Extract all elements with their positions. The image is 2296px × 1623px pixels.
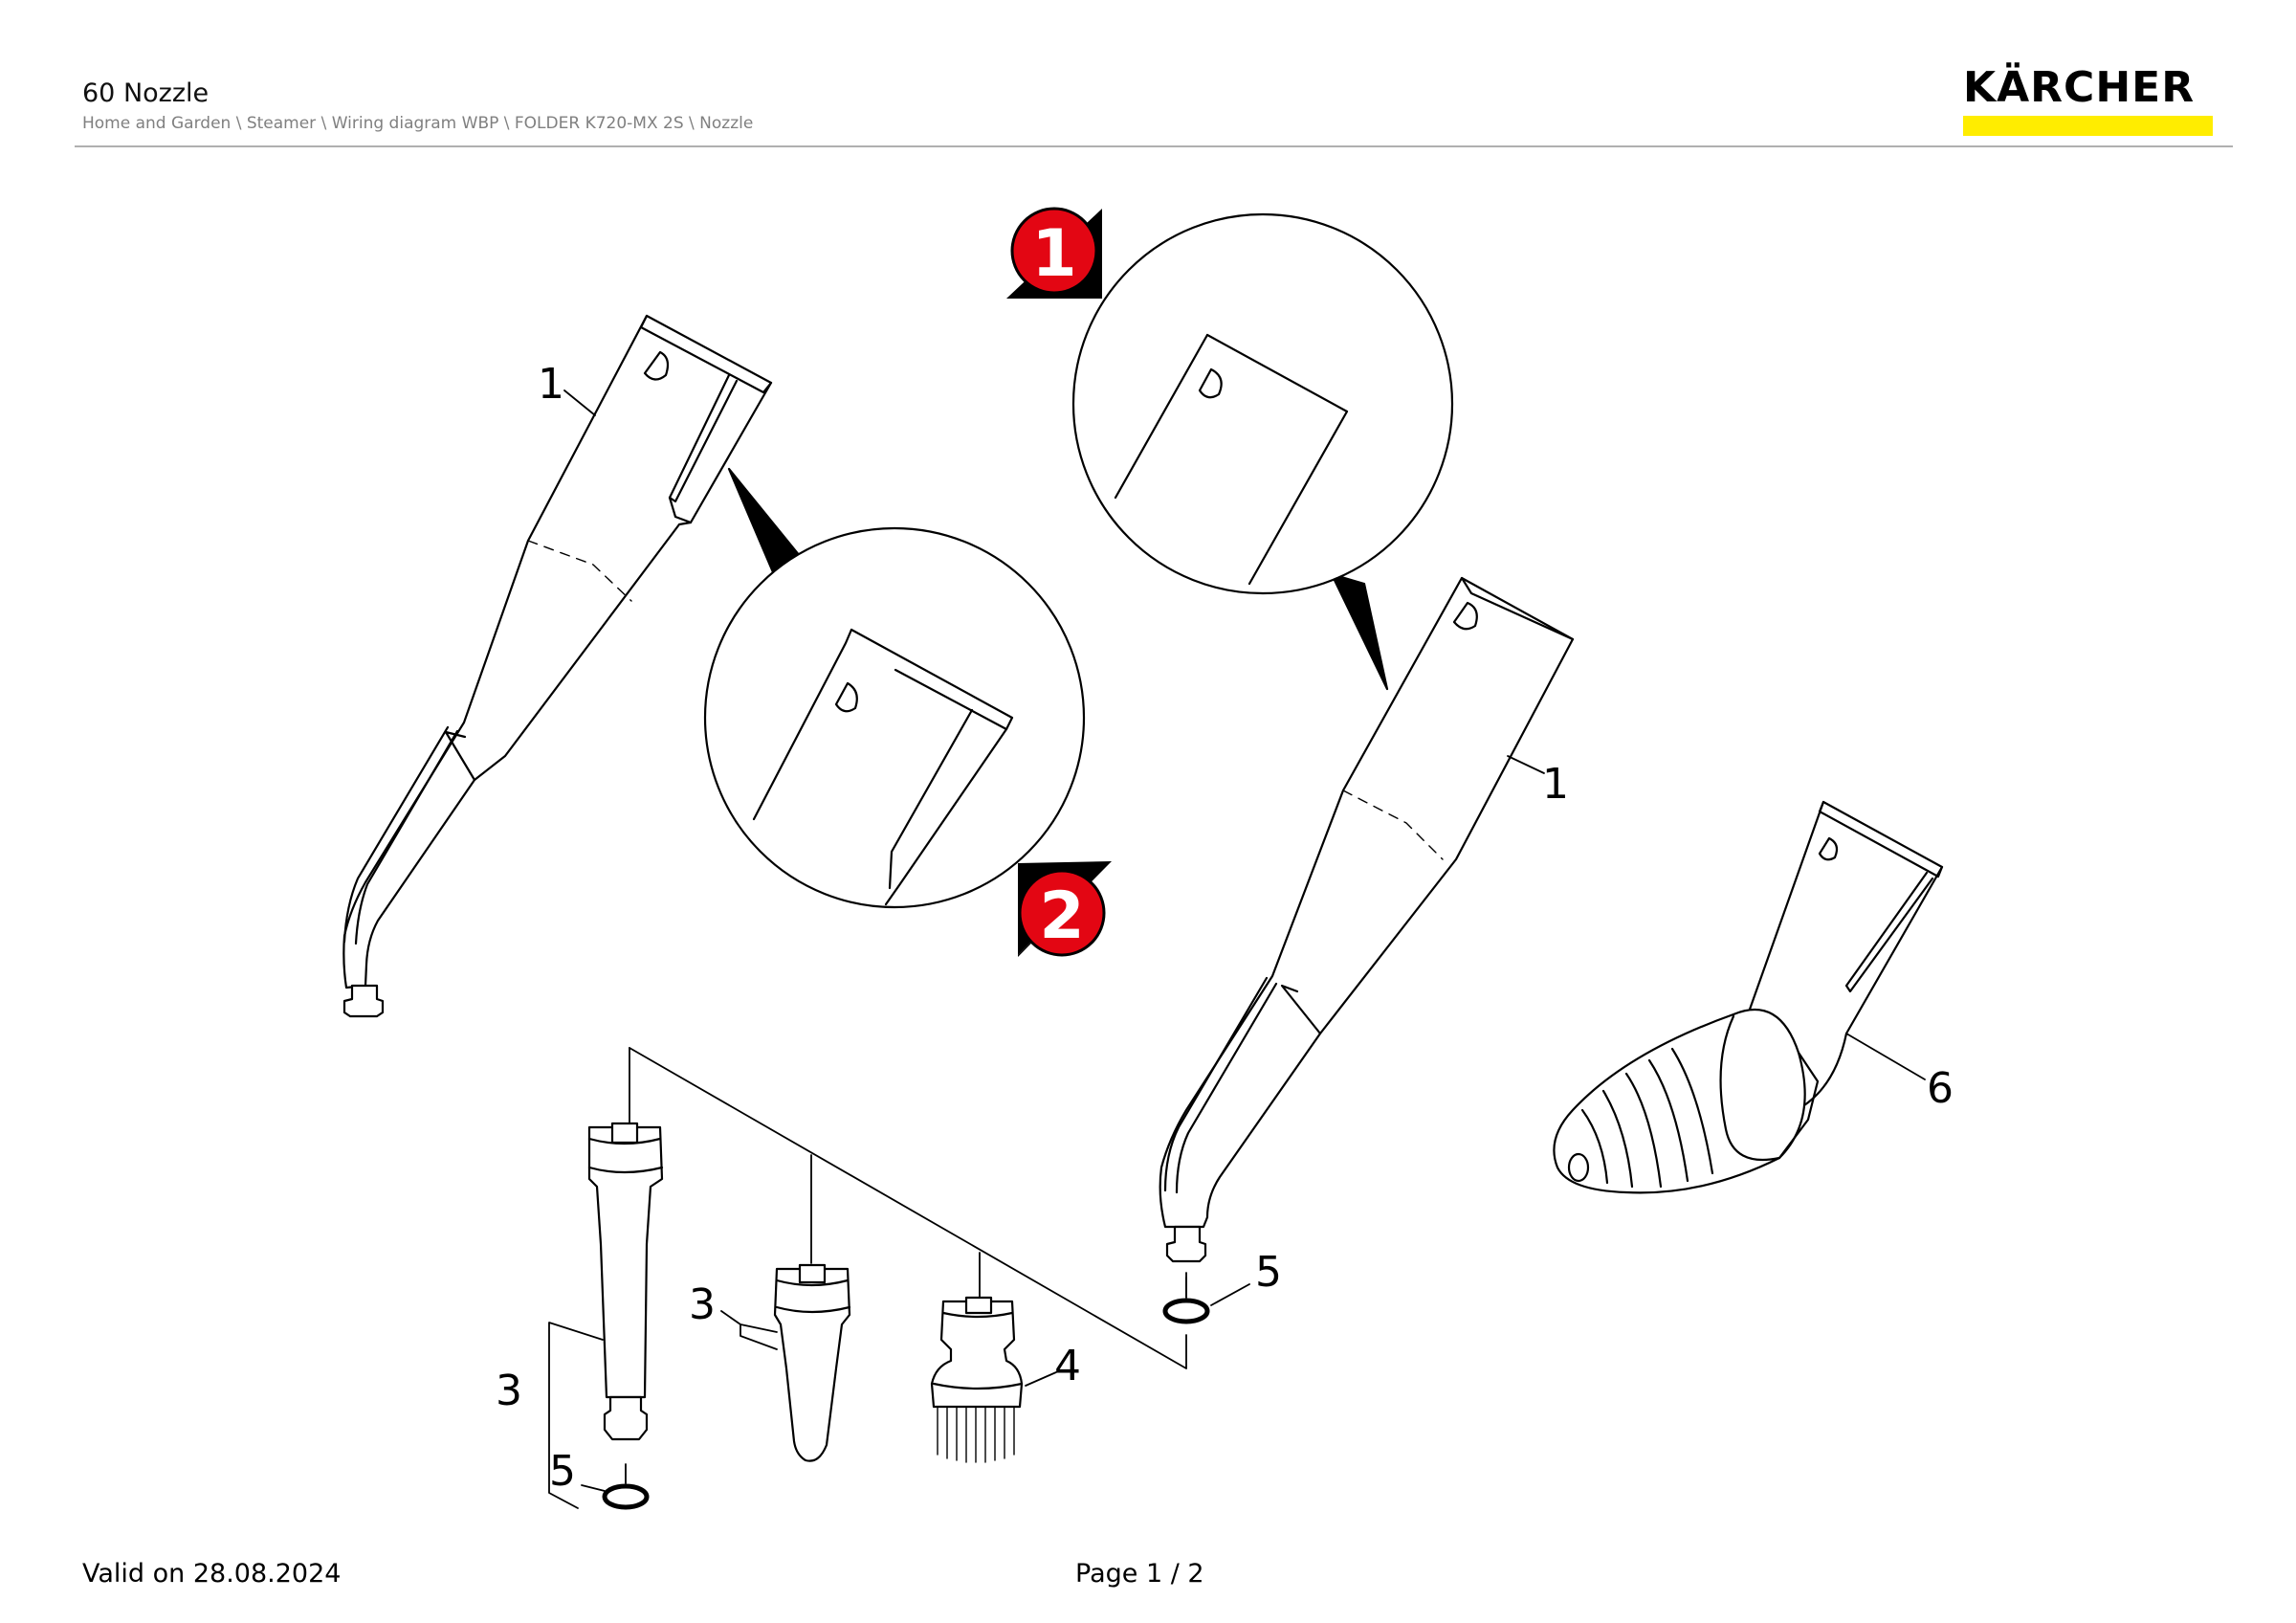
footer-valid-date: Valid on 28.08.2024 xyxy=(82,1559,342,1589)
callout-part-6[interactable]: 6 xyxy=(1927,1064,1954,1113)
variant-badge-2[interactable]: 2 xyxy=(1018,861,1112,957)
brand-accent-bar xyxy=(1963,116,2213,136)
callout-part-4[interactable]: 4 xyxy=(1054,1342,1081,1390)
callout-part-3-short[interactable]: 3 xyxy=(689,1280,716,1329)
variant-badge-2-label: 2 xyxy=(1039,878,1084,954)
detail-brush-part-4[interactable] xyxy=(930,1296,1024,1463)
variant-badge-1-label: 1 xyxy=(1031,216,1076,292)
callout-part-1-right[interactable]: 1 xyxy=(1542,760,1569,809)
breadcrumb[interactable]: Home and Garden \ Steamer \ Wiring diagr… xyxy=(82,114,754,133)
variant-badge-1[interactable]: 1 xyxy=(1006,207,1102,299)
brand-logo: KÄRCHER xyxy=(1963,61,2217,140)
detail-nozzle-part-3-short[interactable] xyxy=(773,1263,851,1462)
brand-wordmark: KÄRCHER xyxy=(1963,63,2196,112)
exploded-parts-diagram: 1 1 6 3 3 4 5 5 1 2 xyxy=(342,207,1954,1510)
detail-nozzle-part-3-tall[interactable] xyxy=(587,1122,664,1441)
page-title: 60 Nozzle xyxy=(82,78,210,108)
o-ring-part-5-left[interactable] xyxy=(602,1483,650,1510)
footer-page-number: Page 1 / 2 xyxy=(1075,1559,1204,1589)
o-ring-part-5-right[interactable] xyxy=(1162,1298,1210,1324)
callout-part-5-left[interactable]: 5 xyxy=(549,1447,576,1496)
page-header: 60 Nozzle Home and Garden \ Steamer \ Wi… xyxy=(0,0,2296,153)
detail-magnifier-1 xyxy=(1071,212,1454,691)
nozzle-part-1-right[interactable] xyxy=(1159,576,1575,1263)
callout-part-1-left[interactable]: 1 xyxy=(538,360,564,409)
callout-leaders xyxy=(548,389,1926,1509)
nozzle-part-6[interactable] xyxy=(1553,800,1944,1194)
detail-magnifier-2 xyxy=(703,467,1086,909)
callout-part-3-tall[interactable]: 3 xyxy=(496,1367,522,1415)
callout-part-5-right[interactable]: 5 xyxy=(1255,1248,1282,1297)
header-divider xyxy=(75,145,2233,147)
nozzle-part-1-left[interactable] xyxy=(342,314,773,1018)
